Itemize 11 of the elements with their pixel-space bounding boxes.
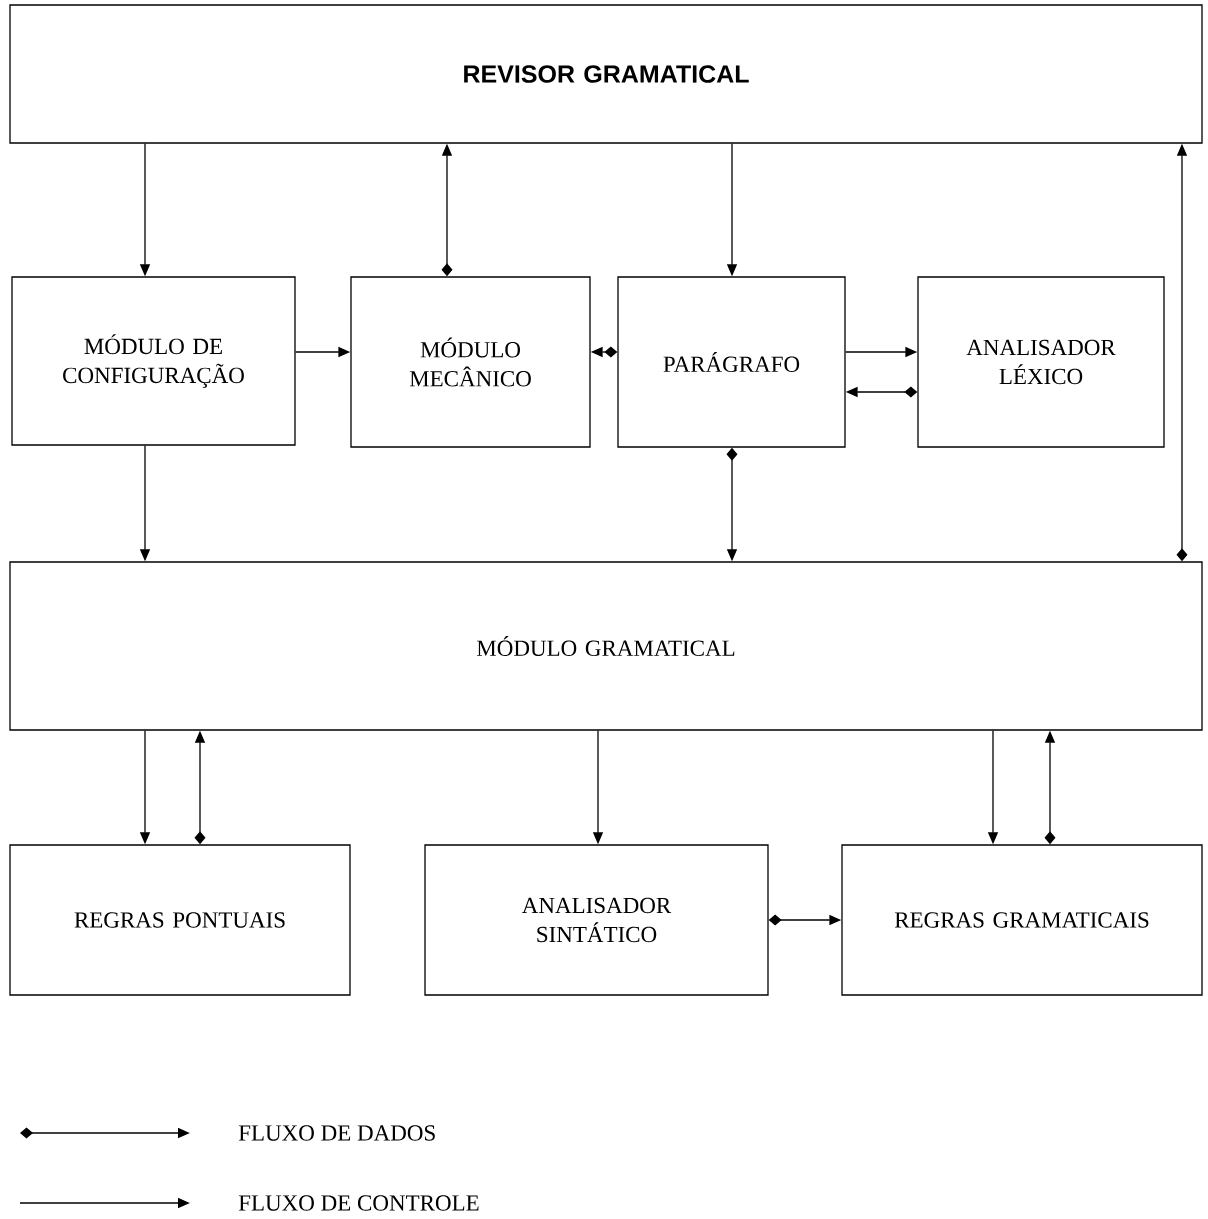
module-box: ANALISADOR LÉXICO [917, 276, 1165, 448]
module-box: REGRAS GRAMATICAIS [841, 844, 1203, 996]
module-box: PARÁGRAFO [617, 276, 846, 448]
module-box: MÓDULO DE CONFIGURAÇÃO [11, 276, 296, 446]
legend-text: FLUXO DE DADOS [238, 1125, 435, 1141]
title-box: REVISOR GRAMATICAL [9, 4, 1203, 144]
module-box: REGRAS PONTUAIS [9, 844, 351, 996]
module-box: MÓDULO GRAMATICAL [9, 561, 1203, 731]
module-box: ANALISADOR SINTÁTICO [424, 844, 769, 996]
module-box: MÓDULO MECÂNICO [350, 276, 591, 448]
legend-text: FLUXO DE CONTROLE [238, 1195, 479, 1211]
